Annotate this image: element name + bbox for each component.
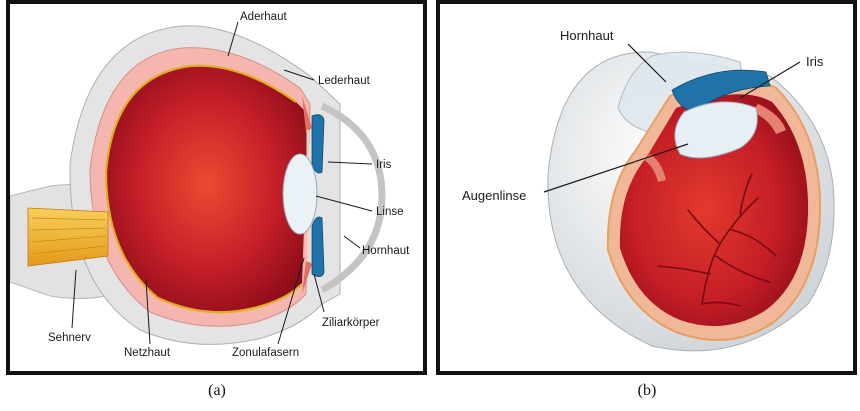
- label-linse: Linse: [376, 206, 404, 218]
- label-iris: Iris: [806, 54, 824, 69]
- eye-cutaway-panel: Hornhaut Iris Augenlinse: [436, 0, 857, 375]
- label-ziliarkoerper: Ziliarkörper: [322, 317, 380, 329]
- lens-shape: [283, 154, 317, 234]
- eye-cutaway-diagram: Hornhaut Iris Augenlinse: [440, 4, 853, 371]
- eye-cross-section-panel: Aderhaut Lederhaut Iris Linse Hornhaut Z…: [6, 0, 427, 375]
- label-zonulafasern: Zonulafasern: [232, 347, 299, 359]
- label-aderhaut: Aderhaut: [240, 11, 287, 23]
- label-iris: Iris: [376, 159, 392, 171]
- label-lederhaut: Lederhaut: [318, 75, 371, 87]
- label-sehnerv: Sehnerv: [48, 332, 91, 344]
- label-netzhaut: Netzhaut: [124, 347, 171, 359]
- label-hornhaut: Hornhaut: [560, 28, 614, 43]
- eye-cross-section-diagram: Aderhaut Lederhaut Iris Linse Hornhaut Z…: [10, 4, 423, 371]
- caption-b: (b): [617, 382, 677, 400]
- label-augenlinse: Augenlinse: [462, 188, 526, 203]
- label-hornhaut: Hornhaut: [362, 245, 410, 257]
- caption-a: (a): [187, 382, 247, 400]
